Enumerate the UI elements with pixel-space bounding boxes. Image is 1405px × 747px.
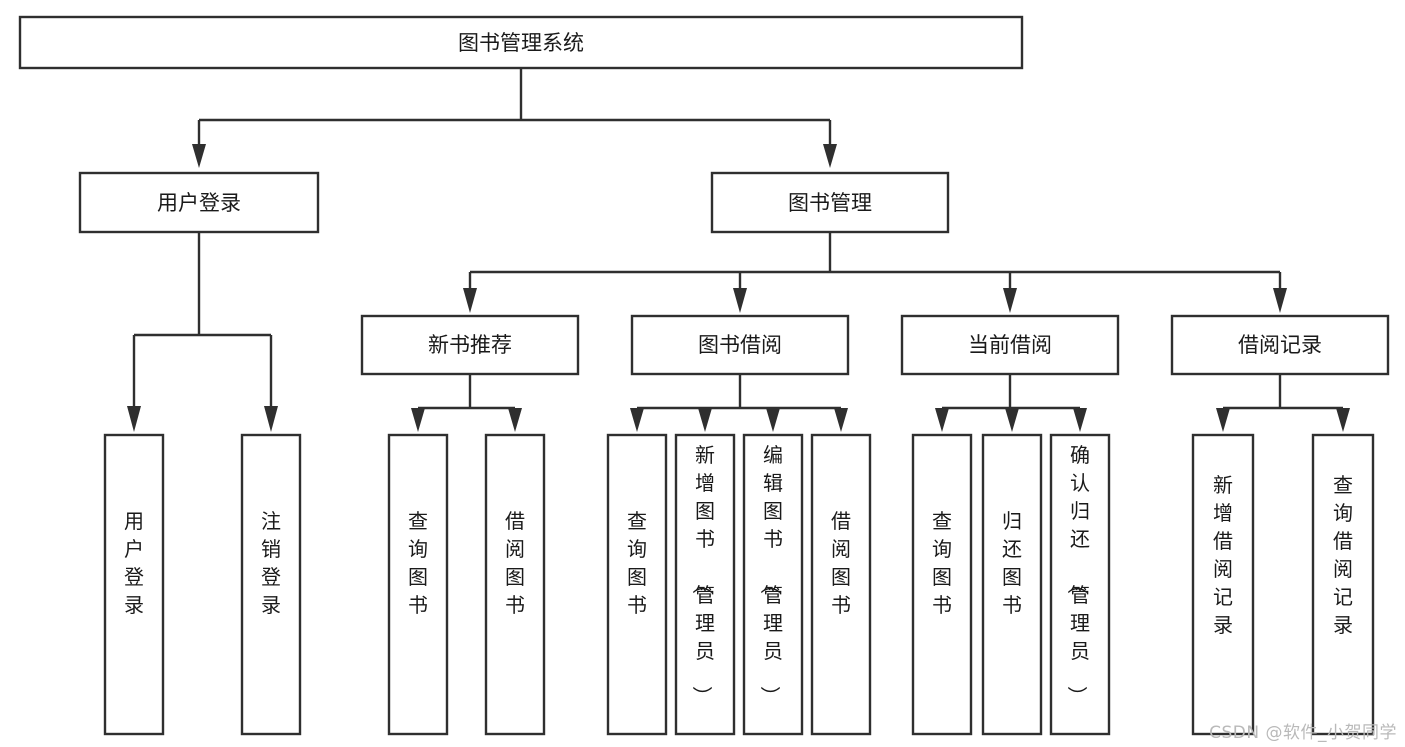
- leaf-borrow-book-1-box[interactable]: [484, 433, 546, 736]
- node-book-manage-label: 图书管理: [788, 191, 872, 215]
- arrow-head-leaf-confirm-return: [1073, 408, 1087, 432]
- leaf-add-book-label: 新增图书（管理员）: [690, 443, 715, 706]
- leaf-add-record-box[interactable]: [1191, 433, 1255, 736]
- node-borrow-record-box[interactable]: [1170, 314, 1390, 376]
- node-current-borrow-label: 当前借阅: [968, 333, 1052, 357]
- node-user-login[interactable]: 用户登录: [78, 171, 320, 234]
- arrow-head-leaf-return-book: [1005, 408, 1019, 432]
- leaf-confirm-return-label: 确认归还（管理员）: [1065, 443, 1090, 706]
- node-root[interactable]: 图书管理系统: [18, 15, 1024, 70]
- arrow-head-leaf-user-login: [127, 406, 141, 432]
- leaf-query-book-2-box[interactable]: [606, 433, 668, 736]
- arrow-head-leaf-query-book-3: [935, 408, 949, 432]
- leaf-edit-book-box[interactable]: [742, 433, 804, 736]
- node-book-manage-box[interactable]: [710, 171, 950, 234]
- leaf-query-book-3-box[interactable]: [911, 433, 973, 736]
- arrow-head-current-borrow: [1003, 288, 1017, 313]
- node-book-borrow-box[interactable]: [630, 314, 850, 376]
- leaf-node-layer: 用户登录 注销登录 查询图书 借阅图书 查询图书 新增图书（管理员） 编辑图书（…: [103, 433, 1375, 736]
- leaf-query-book-1-box[interactable]: [387, 433, 449, 736]
- node-book-borrow[interactable]: 图书借阅: [630, 314, 850, 376]
- arrow-head-new-book-rec: [463, 288, 477, 313]
- leaf-borrow-book-2-label: 借阅图书: [831, 509, 851, 617]
- node-user-login-box[interactable]: [78, 171, 320, 234]
- leaf-logout-box[interactable]: [240, 433, 302, 736]
- arrow-head-leaf-add-book: [698, 408, 712, 432]
- leaf-user-login-label: 用户登录: [124, 509, 144, 617]
- node-root-label: 图书管理系统: [458, 31, 584, 55]
- arrow-head-borrow-record: [1273, 288, 1287, 313]
- leaf-query-book-3-label: 查询图书: [932, 509, 952, 617]
- arrow-head-leaf-logout: [264, 406, 278, 432]
- leaf-query-book-2-label: 查询图书: [627, 509, 647, 617]
- arrow-head-leaf-query-book-2: [630, 408, 644, 432]
- node-borrow-record-label: 借阅记录: [1238, 333, 1322, 357]
- node-new-book-rec-label: 新书推荐: [428, 333, 512, 357]
- leaf-add-record-label: 新增借阅记录: [1213, 473, 1233, 637]
- leaf-edit-book-label: 编辑图书（管理员）: [758, 443, 783, 706]
- node-root-box[interactable]: [18, 15, 1024, 70]
- leaf-borrow-book-2-box[interactable]: [810, 433, 872, 736]
- leaf-user-login-box[interactable]: [103, 433, 165, 736]
- node-book-borrow-label: 图书借阅: [698, 333, 782, 357]
- leaf-return-book-box[interactable]: [981, 433, 1043, 736]
- csdn-watermark: CSDN @软件_小贺同学: [1209, 723, 1397, 743]
- node-new-book-rec[interactable]: 新书推荐: [360, 314, 580, 376]
- leaf-confirm-return-box[interactable]: [1049, 433, 1111, 736]
- node-user-login-label: 用户登录: [157, 191, 241, 215]
- arrow-head-leaf-query-book-1: [411, 408, 425, 432]
- arrow-head-leaf-borrow-book-2: [834, 408, 848, 432]
- node-current-borrow-box[interactable]: [900, 314, 1120, 376]
- arrow-head-book-borrow: [733, 288, 747, 313]
- leaf-add-book-box[interactable]: [674, 433, 736, 736]
- leaf-query-record-box[interactable]: [1311, 433, 1375, 736]
- leaf-query-record-label: 查询借阅记录: [1333, 473, 1353, 637]
- leaf-borrow-book-1-label: 借阅图书: [505, 509, 525, 617]
- leaf-logout-label: 注销登录: [261, 509, 281, 617]
- arrow-head-book-manage: [823, 144, 837, 168]
- arrow-head-leaf-add-record: [1216, 408, 1230, 432]
- arrow-head-leaf-query-record: [1336, 408, 1350, 432]
- leaf-query-book-1-label: 查询图书: [408, 509, 428, 617]
- arrow-head-user-login: [192, 144, 206, 168]
- node-new-book-rec-box[interactable]: [360, 314, 580, 376]
- connector-layer: [127, 68, 1350, 432]
- leaf-return-book-label: 归还图书: [1002, 509, 1022, 617]
- node-borrow-record[interactable]: 借阅记录: [1170, 314, 1390, 376]
- node-current-borrow[interactable]: 当前借阅: [900, 314, 1120, 376]
- arrow-head-leaf-edit-book: [766, 408, 780, 432]
- node-book-manage[interactable]: 图书管理: [710, 171, 950, 234]
- arrow-head-leaf-borrow-book-1: [508, 408, 522, 432]
